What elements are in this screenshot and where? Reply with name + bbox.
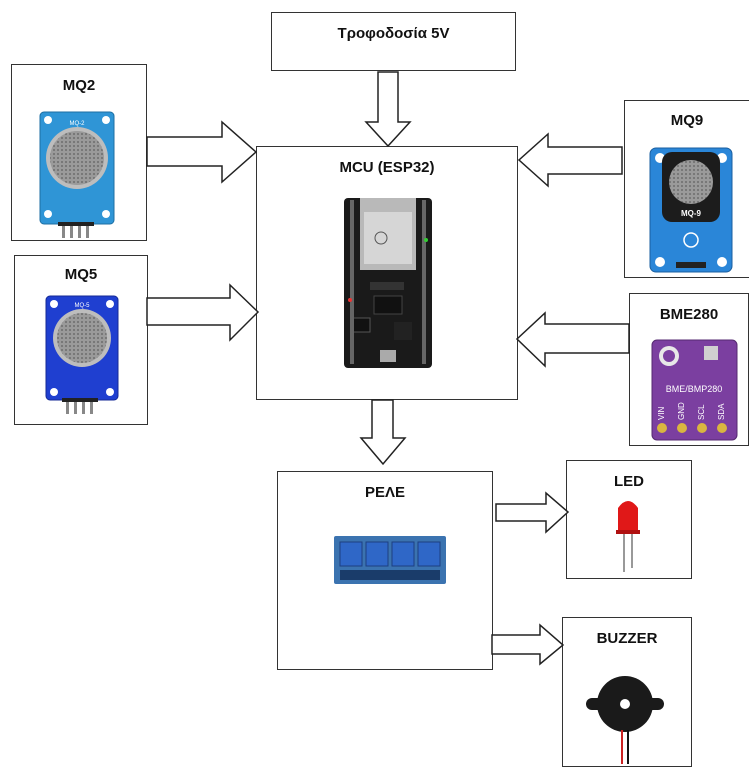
mq5-sensor-image: MQ-5 — [45, 295, 119, 414]
esp32-board-image — [344, 198, 432, 368]
arrow-relay-to-buzzer — [491, 623, 565, 666]
arrow-mcu-to-relay — [359, 399, 407, 466]
svg-text:MQ-2: MQ-2 — [70, 121, 86, 127]
arrow-mq5-to-mcu — [146, 283, 260, 342]
power-supply-box: Τροφοδοσία 5V — [271, 12, 516, 71]
buzzer-label: BUZZER — [596, 630, 658, 647]
mq2-sensor-image: MQ-2 — [39, 111, 115, 238]
mq5-label: MQ5 — [64, 266, 98, 283]
mq9-label: MQ9 — [670, 112, 704, 129]
svg-text:VIN: VIN — [657, 406, 666, 420]
svg-text:SDA: SDA — [717, 403, 726, 420]
mq2-label: MQ2 — [62, 77, 96, 94]
arrow-power-to-mcu — [364, 71, 412, 148]
arrow-bme280-to-mcu — [515, 311, 630, 368]
svg-text:SCL: SCL — [697, 404, 706, 420]
arrow-mq2-to-mcu — [146, 120, 258, 184]
power-supply-label: Τροφοδοσία 5V — [337, 25, 450, 42]
led-image — [616, 501, 640, 572]
mq9-sensor-image: MQ-9 — [649, 147, 733, 273]
relay-module-image — [334, 536, 446, 584]
arrow-mq9-to-mcu — [517, 132, 623, 188]
relay-label: ΡΕΛΕ — [364, 484, 406, 501]
bme280-label: BME280 — [659, 306, 719, 323]
svg-text:MQ-9: MQ-9 — [681, 209, 702, 218]
mcu-label: MCU (ESP32) — [339, 159, 435, 176]
led-label: LED — [614, 473, 644, 490]
buzzer-image — [586, 676, 664, 764]
svg-text:GND: GND — [677, 402, 686, 420]
svg-text:MQ-5: MQ-5 — [75, 303, 91, 309]
bme280-sensor-image: BME/BMP280 VIN GND SCL SDA — [651, 339, 738, 441]
svg-text:BME/BMP280: BME/BMP280 — [666, 384, 723, 394]
arrow-relay-to-led — [495, 491, 570, 534]
